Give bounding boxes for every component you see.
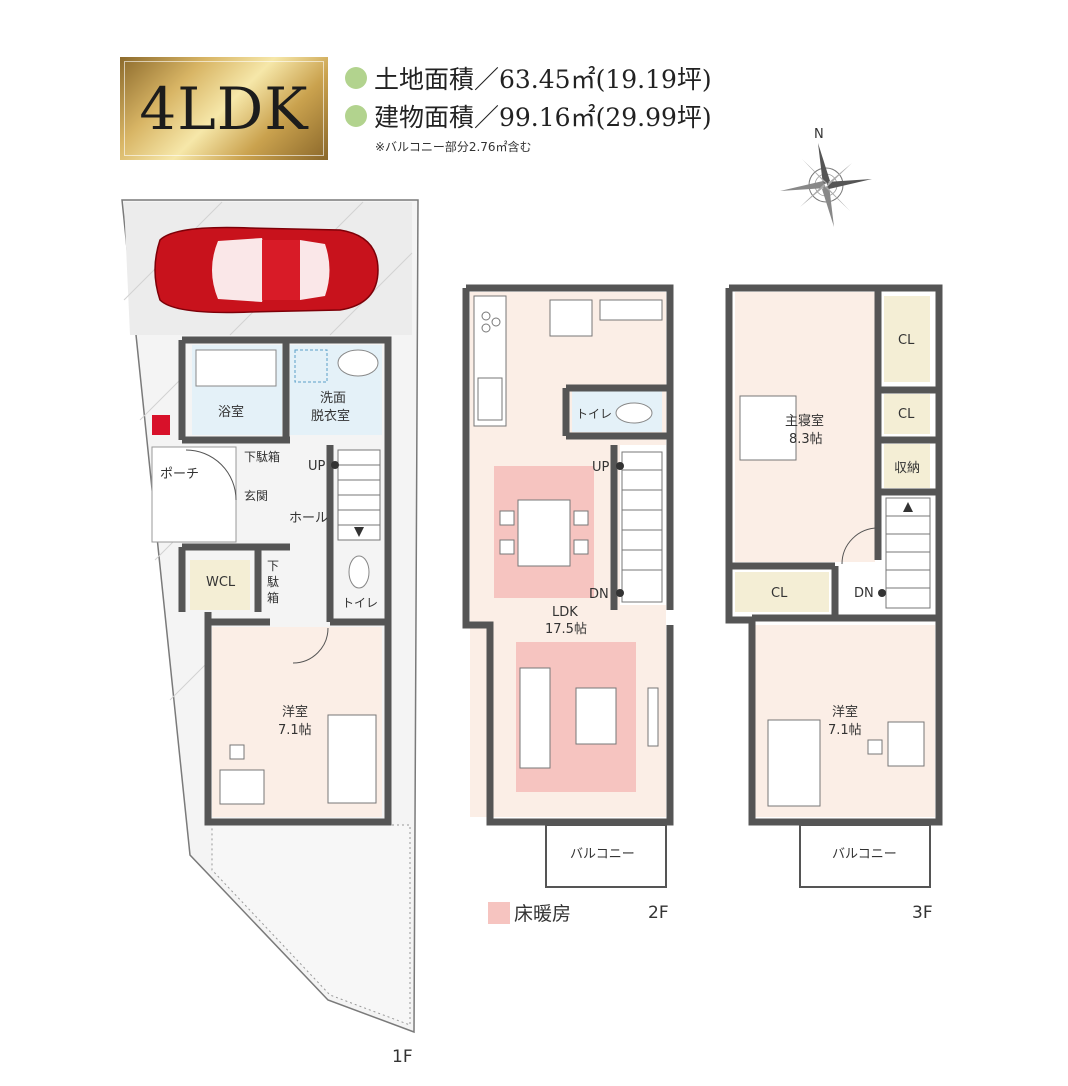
walls-2f	[462, 284, 674, 826]
room-3f-name: 洋室	[832, 704, 858, 720]
hall-label: ホール	[289, 511, 328, 526]
closet-bottom	[735, 572, 829, 612]
ldk-size-label: 17.5帖	[545, 622, 587, 637]
room-1f-name: 洋室	[282, 704, 308, 720]
cupboard-icon	[599, 299, 663, 321]
bed-icon	[767, 719, 821, 807]
closet-bottom-label: CL	[771, 586, 788, 601]
bathtub-icon	[195, 349, 277, 387]
washroom-label-2: 脱衣室	[311, 408, 350, 424]
floor-1f-label: 1F	[392, 1047, 413, 1067]
stair-end-dot	[616, 589, 624, 597]
closet-top	[884, 296, 930, 382]
up-label-1f: UP	[308, 459, 326, 474]
ldk-name-label: LDK	[552, 605, 578, 620]
balcony-2f	[545, 824, 667, 888]
balcony-note: ※バルコニー部分2.76㎡含む	[375, 140, 532, 154]
wcl-closet	[190, 560, 250, 610]
building-area-text: 建物面積／99.16㎡(29.99坪)	[374, 103, 712, 132]
stair-1f	[337, 449, 381, 541]
washer-icon	[294, 349, 328, 383]
kitchen-sink-icon	[477, 377, 503, 421]
floor-2f: トイレ UP DN LDK 17.5帖 バルコニー 2F	[462, 284, 674, 923]
dn-label-2f: DN	[589, 587, 609, 602]
coffee-table-icon	[575, 687, 617, 745]
porch-area	[151, 446, 237, 543]
entrance-label: 玄関	[244, 488, 268, 503]
stair-start-dot	[331, 461, 339, 469]
desk-icon	[219, 769, 265, 805]
shoe-box2-label-3: 箱	[267, 590, 279, 605]
balcony-3f	[799, 824, 931, 888]
stair-start-dot	[616, 462, 624, 470]
room-door-icon	[292, 627, 329, 664]
floor-3f-label: 3F	[912, 903, 933, 923]
dn-label-3f: DN	[854, 586, 874, 601]
land-area-line: 土地面積／63.45㎡(19.19坪)	[345, 60, 712, 96]
floor-1f: 浴室 洗面 脱衣室 ポーチ 下駄箱 玄関 ホール UP 下 駄 箱 トイレ WC…	[121, 199, 419, 1067]
storage-label-3f: 収納	[894, 461, 920, 476]
stair-2f	[621, 451, 663, 603]
sink-icon	[337, 349, 379, 377]
stove-icon	[481, 311, 491, 321]
entrance-door-icon	[185, 449, 237, 501]
walls-1f	[178, 336, 392, 826]
compass-north-label: N	[814, 127, 824, 142]
balcony-label-2f: バルコニー	[570, 847, 635, 862]
fridge-icon	[549, 299, 593, 337]
bath-label: 浴室	[218, 404, 244, 420]
walls-3f	[725, 284, 943, 826]
floor-heating-legend-swatch	[488, 902, 510, 924]
toilet-label-1f: トイレ	[342, 596, 378, 610]
car-icon	[154, 226, 379, 314]
tv-stand-icon	[647, 687, 659, 747]
bullet-icon	[345, 67, 367, 89]
closet-top-label: CL	[898, 333, 915, 348]
shoe-box2-label-2: 駄	[267, 574, 279, 589]
room-1f-size: 7.1帖	[278, 723, 312, 738]
toilet-bowl-icon	[615, 402, 653, 424]
post-box-icon	[152, 415, 170, 435]
stair-3f	[885, 497, 931, 609]
master-bedroom-name: 主寝室	[785, 413, 824, 429]
balcony-label-3f: バルコニー	[832, 847, 897, 862]
stair-arrow-icon	[903, 502, 913, 512]
up-label-2f: UP	[592, 460, 610, 475]
porch-label: ポーチ	[160, 467, 199, 482]
stair-end-dot	[878, 589, 886, 597]
layout-type-label: 4LDK	[139, 74, 309, 143]
sofa-icon	[519, 667, 551, 769]
stair-arrow-icon	[354, 527, 364, 537]
room-door-icon	[841, 527, 879, 565]
dining-chairs	[499, 510, 589, 555]
bed-icon	[739, 395, 797, 461]
storage-3f	[884, 444, 930, 488]
desk-icon	[887, 721, 925, 767]
floor-2f-label: 2F	[648, 903, 669, 923]
land-area-text: 土地面積／63.45㎡(19.19坪)	[374, 65, 712, 94]
garden-area	[211, 824, 411, 1026]
building-area-line: 建物面積／99.16㎡(29.99坪)	[345, 98, 712, 134]
compass-icon: N	[780, 127, 872, 227]
closet-mid	[884, 394, 930, 434]
wcl-label: WCL	[206, 575, 236, 590]
chair-icon	[867, 739, 883, 755]
toilet-bowl-icon	[348, 555, 370, 589]
chair-icon	[229, 744, 245, 760]
shoe-box2-label-1: 下	[267, 559, 279, 573]
room-3f-size: 7.1帖	[828, 723, 862, 738]
master-bedroom-size: 8.3帖	[789, 432, 823, 447]
dining-table-icon	[517, 499, 571, 567]
closet-mid-label: CL	[898, 407, 915, 422]
washroom-label-1: 洗面	[320, 391, 346, 406]
bullet-icon	[345, 105, 367, 127]
shoe-box-label: 下駄箱	[244, 449, 280, 464]
floor-3f: CL 主寝室 8.3帖 CL 収納 CL DN 洋室 7.1帖 バルコニー 3F	[725, 284, 943, 923]
layout-badge: 4LDK	[120, 57, 328, 160]
floor-heating-legend-label: 床暖房	[514, 903, 571, 925]
bed-icon	[327, 714, 377, 804]
toilet-label-2f: トイレ	[576, 407, 612, 421]
